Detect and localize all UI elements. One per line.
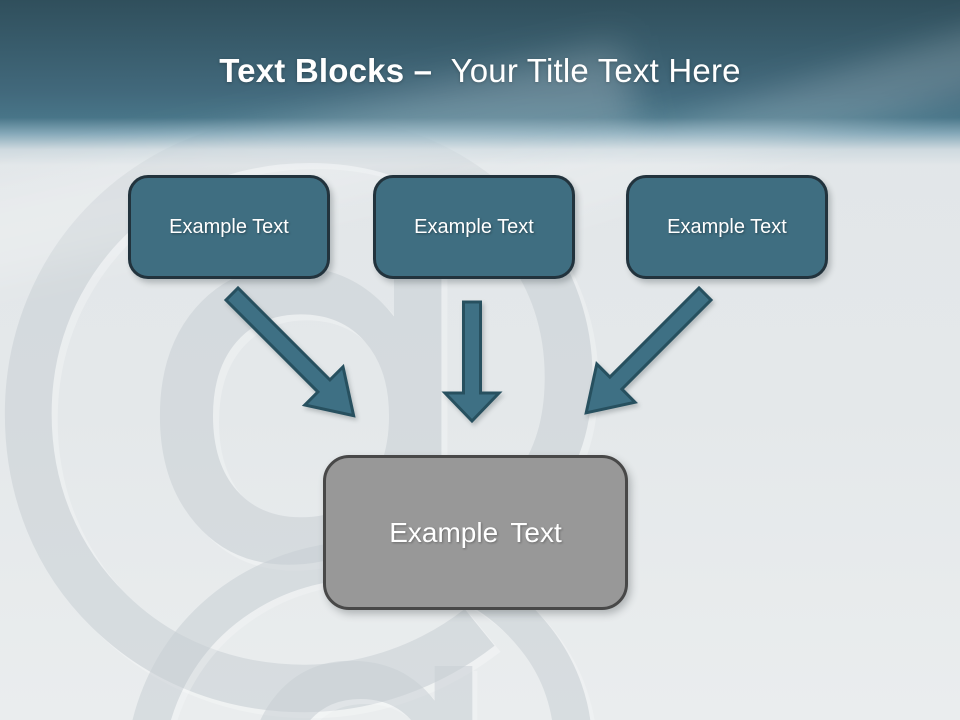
target-text-block[interactable]: Example Text: [323, 455, 628, 610]
arrow-down-left-icon[interactable]: [572, 282, 727, 432]
slide-header-band: Text Blocks – Your Title Text Here: [0, 0, 960, 178]
arrow-down-icon[interactable]: [437, 300, 507, 424]
title-regular-text: Your Title Text Here: [450, 52, 741, 89]
target-text-block-label: Example Text: [389, 516, 562, 548]
text-block-1-label: Example Text: [169, 215, 289, 238]
slide-title[interactable]: Text Blocks – Your Title Text Here: [0, 0, 960, 90]
text-block-2-label: Example Text: [414, 215, 534, 238]
text-block-3[interactable]: Example Text: [626, 175, 828, 279]
text-block-3-label: Example Text: [667, 215, 787, 238]
title-bold-text: Text Blocks –: [219, 52, 433, 89]
arrow-down-right-icon[interactable]: [210, 282, 370, 432]
text-block-2[interactable]: Example Text: [373, 175, 575, 279]
text-block-1[interactable]: Example Text: [128, 175, 330, 279]
